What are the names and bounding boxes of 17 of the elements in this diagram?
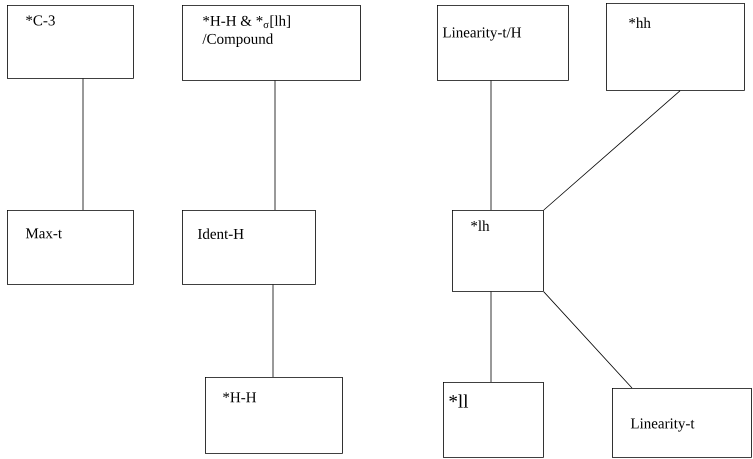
constraint-box: *C-3 (7, 5, 134, 79)
constraint-box: Linearity-t (612, 388, 752, 458)
constraint-box: *hh (606, 3, 745, 91)
ranking-line (82, 78, 84, 210)
ranking-line (543, 291, 632, 388)
constraint-box: Max-t (7, 210, 134, 285)
constraint-box: *H-H (205, 377, 343, 454)
constraint-box: Ident-H (182, 210, 316, 285)
constraint-box: *lh (452, 210, 544, 292)
ranking-line (543, 90, 680, 210)
constraint-box: *H-H & *$_{σ}$[lh] /Compound (182, 5, 361, 81)
constraint-box: Linearity-t/H (437, 5, 569, 81)
constraint-box: *ll (443, 382, 544, 458)
ranking-line (490, 80, 492, 210)
ranking-line (490, 291, 492, 382)
ranking-line (272, 284, 274, 378)
ranking-line (274, 80, 276, 210)
